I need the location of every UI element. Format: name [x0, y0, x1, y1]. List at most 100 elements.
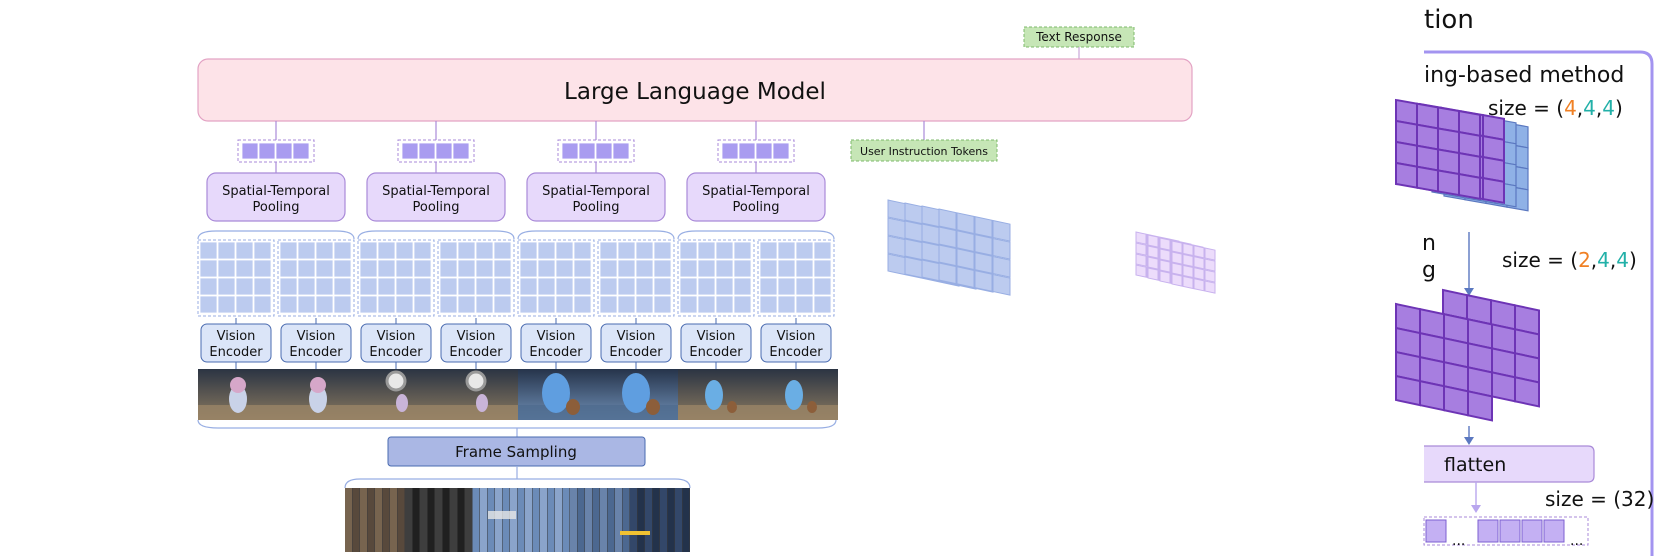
panel-title-fragment: tion	[1424, 5, 1474, 35]
grid-cell	[956, 248, 975, 271]
feature-cell	[617, 259, 636, 278]
pooling-column: Spatial-TemporalPoolingVisionEncoderVisi…	[677, 121, 835, 369]
grid-cell	[1443, 384, 1469, 417]
layer	[1395, 302, 1493, 422]
grid-cell	[904, 202, 923, 225]
encoder-label: Vision	[617, 329, 656, 344]
feature-cell	[573, 241, 592, 260]
video-slice	[592, 488, 600, 552]
arrow-2-head	[1464, 437, 1474, 445]
encoder-label: Encoder	[689, 345, 743, 360]
feature-cell	[599, 241, 618, 260]
feature-cell	[217, 295, 236, 314]
video-slice	[405, 488, 412, 552]
feature-cell	[253, 241, 272, 260]
feature-cell	[279, 241, 298, 260]
video-slice	[480, 488, 487, 552]
feature-cell	[493, 241, 512, 260]
feature-cell	[297, 277, 316, 296]
video-slice	[517, 488, 525, 552]
grid-cell	[1416, 165, 1439, 193]
video-stack	[345, 488, 690, 552]
grid-cell	[1419, 379, 1445, 412]
feature-cell	[279, 259, 298, 278]
encoder-label: Vision	[777, 329, 816, 344]
grid-cell	[1171, 240, 1183, 254]
feature-cell	[439, 259, 458, 278]
grid-cell	[974, 252, 993, 274]
video-slice	[487, 488, 495, 552]
video-slice	[382, 488, 390, 552]
video-slice	[472, 488, 480, 552]
pooled-token	[738, 142, 756, 160]
grid-cell	[1193, 245, 1205, 259]
flatten-box: flatten	[1424, 445, 1595, 483]
feature-cell	[733, 295, 752, 314]
feature-cell	[199, 295, 218, 314]
grid-cell	[1482, 176, 1505, 204]
encoder-label: Encoder	[369, 345, 423, 360]
video-slice	[600, 488, 607, 552]
middle-feature-grids	[887, 199, 1216, 296]
pooling-brace	[357, 230, 515, 240]
encoder-label: Encoder	[449, 345, 503, 360]
video-frame	[518, 369, 598, 420]
size-label-1: size = (4,4,4)	[1488, 96, 1623, 120]
grid-cell	[1182, 242, 1194, 257]
feature-grid-outline	[357, 239, 435, 317]
feature-cell	[395, 277, 414, 296]
feature-cell	[475, 295, 494, 314]
feature-cell	[715, 259, 734, 278]
feature-cell	[395, 259, 414, 278]
video-slice	[510, 488, 517, 552]
video-slice	[652, 488, 660, 552]
feature-cell	[777, 259, 796, 278]
grid-cell	[974, 270, 993, 292]
user-instruction-box: User Instruction Tokens	[850, 139, 998, 162]
grid-cell	[887, 217, 906, 240]
grid-cell	[1467, 390, 1493, 422]
feature-cell	[537, 277, 556, 296]
feature-cell	[519, 259, 538, 278]
grid-cell	[887, 199, 906, 222]
feature-cell	[715, 241, 734, 260]
feature-cell	[635, 295, 654, 314]
feature-cell	[359, 277, 378, 296]
arrow-1-head	[1464, 288, 1474, 296]
grid-cell	[1395, 161, 1418, 189]
feature-cell	[759, 277, 778, 296]
grid-cell	[974, 216, 993, 238]
feature-cell	[493, 277, 512, 296]
feature-grid-outline	[597, 239, 675, 317]
feature-cell	[297, 295, 316, 314]
pooled-token	[241, 142, 259, 160]
video-slice	[367, 488, 375, 552]
video-slice	[360, 488, 367, 552]
grid-cell	[992, 237, 1011, 260]
grid-cell	[1171, 273, 1183, 287]
feature-cell	[555, 259, 574, 278]
frame-floor	[438, 405, 518, 420]
character-tom	[542, 373, 570, 413]
video-slice	[442, 488, 450, 552]
video-slice	[562, 488, 570, 552]
grid-cell	[1204, 247, 1216, 261]
grid-cell	[887, 235, 906, 258]
feature-cell	[359, 241, 378, 260]
ellipsis-1: ...	[1452, 533, 1465, 549]
video-slice	[547, 488, 555, 552]
feature-cell	[777, 241, 796, 260]
video-slice	[540, 488, 547, 552]
size-label-3: size = (32)	[1545, 487, 1654, 511]
feature-cell	[439, 241, 458, 260]
feature-cell	[697, 277, 716, 296]
video-slice	[457, 488, 465, 552]
encoder-label: Vision	[297, 329, 336, 344]
video-slice	[675, 488, 682, 552]
feature-cell	[795, 277, 814, 296]
video-arrows	[488, 511, 516, 519]
pooling-label: Spatial-Temporal	[222, 184, 330, 199]
encoder-label: Encoder	[529, 345, 583, 360]
video-frame	[758, 369, 838, 420]
